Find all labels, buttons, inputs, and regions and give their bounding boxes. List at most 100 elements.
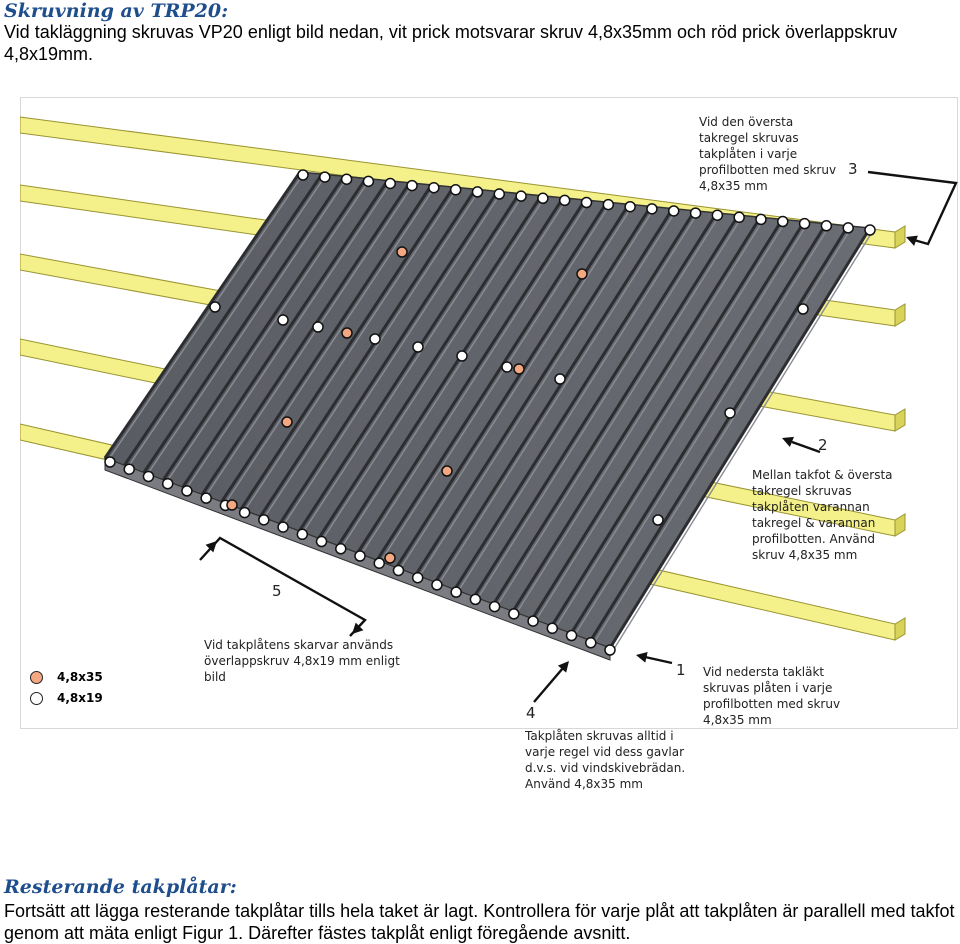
screw-dot [604,644,616,656]
screw-dot [384,177,396,190]
batten-end [894,225,906,249]
screw-dot [312,321,324,333]
rib-shadow [259,188,477,518]
screw-dot [456,350,468,362]
rib-shadow [608,227,872,649]
rib-shadow [453,209,696,591]
screw-dot [412,341,424,353]
rib-highlight [244,187,459,511]
screw-dot [580,196,593,209]
arrow-1-line [644,655,673,665]
rib-shadow [531,218,784,620]
rib-highlight [555,222,809,628]
screw-dot [406,179,418,192]
screw-dot [711,209,724,221]
callout-4-number: 4 [526,704,536,722]
rib-highlight [496,215,744,606]
legend-item-4-8x19: 4,8x19 [30,691,103,705]
screw-dot [652,514,664,526]
annotation-arrows [199,170,958,703]
callout-2-number: 2 [818,436,828,454]
rib-highlight [322,196,546,540]
screw-dot [602,198,615,211]
rib-shadow [103,171,302,459]
callout-1-text: Vid nedersta takläkt skruvas plåten i va… [703,665,841,727]
arrow-3-line [867,170,958,246]
legend-orange-dot-icon [30,670,43,684]
rib-highlight [205,183,415,496]
batten-end [894,513,906,537]
intro-paragraph: Vid takläggning skruvas VP20 enligt bild… [4,22,898,64]
screw-overlap-dot [341,327,353,339]
screw-dot [104,456,116,468]
rib-shadow [181,179,389,489]
callout-1-number: 1 [676,661,686,679]
screw-dot [469,593,482,606]
rib-highlight [380,202,612,562]
screw-dot [315,535,328,548]
screw-dot [392,564,405,577]
rib-shadow [220,184,433,503]
screw-overlap-dot [441,465,453,477]
rib-highlight [224,185,437,504]
screw-dot [501,361,513,373]
screw-dot [297,169,309,181]
screw-dot [777,215,789,228]
rib-shadow [511,216,762,613]
batten-end [894,408,906,432]
roof-sheet [103,171,875,661]
screw-overlap-dot [384,552,396,564]
rib-highlight [516,217,765,613]
screw-dot [431,579,443,591]
screw-dot [527,615,539,627]
rib-highlight [593,226,853,643]
arrow-2-line [791,440,821,454]
rib-highlight [127,174,327,467]
screw-dot [340,173,353,185]
rib-shadow [492,214,740,605]
rib-shadow [569,222,828,635]
callout-2-text: Mellan takfot & översta takregel skruvas… [752,468,893,562]
screw-overlap-dot [576,268,588,280]
callout-5-number: 5 [272,582,282,600]
screw-dot [546,622,559,635]
legend-item-4-8x35: 4,8x35 [30,670,103,684]
screw-dot [142,470,155,483]
rib-highlight [574,224,831,635]
screw-dot [554,373,566,385]
callout-5-text: Vid takplåtens skarvar används överlapps… [204,638,400,684]
screw-dot [373,557,385,569]
rib-highlight [283,192,502,526]
rib-shadow [239,186,455,510]
batten-end [894,303,906,327]
screw-dot [515,190,527,202]
screw-dot [646,203,658,215]
rib-highlight [535,220,787,621]
screw-markers [104,169,876,656]
callout-3-number: 3 [848,160,858,178]
screw-dot [181,485,193,497]
rib-highlight [302,194,524,533]
screw-dot [428,181,440,194]
screw-dot [471,186,484,198]
rib-highlight [458,211,700,591]
screw-dot [238,506,251,519]
screw-dot [493,188,506,200]
screw-dot [258,514,270,526]
rib-highlight [263,189,480,518]
screw-dot [689,207,702,219]
screw-dot [335,543,347,555]
rib-highlight [166,179,371,482]
screw-dot [820,220,833,232]
callout-3-text: Vid den översta takregel skruvas takplåt… [699,115,837,193]
screw-dot [565,629,578,642]
rib-shadow [472,212,718,598]
screw-dot [450,586,462,598]
rib-shadow [414,205,653,576]
rib-shadow [589,225,850,642]
screw-overlap-dot [281,416,293,428]
screw-dot [354,550,366,562]
screw-dot [624,200,636,213]
rib-shadow [356,199,587,554]
screw-overlap-dot [513,363,525,375]
